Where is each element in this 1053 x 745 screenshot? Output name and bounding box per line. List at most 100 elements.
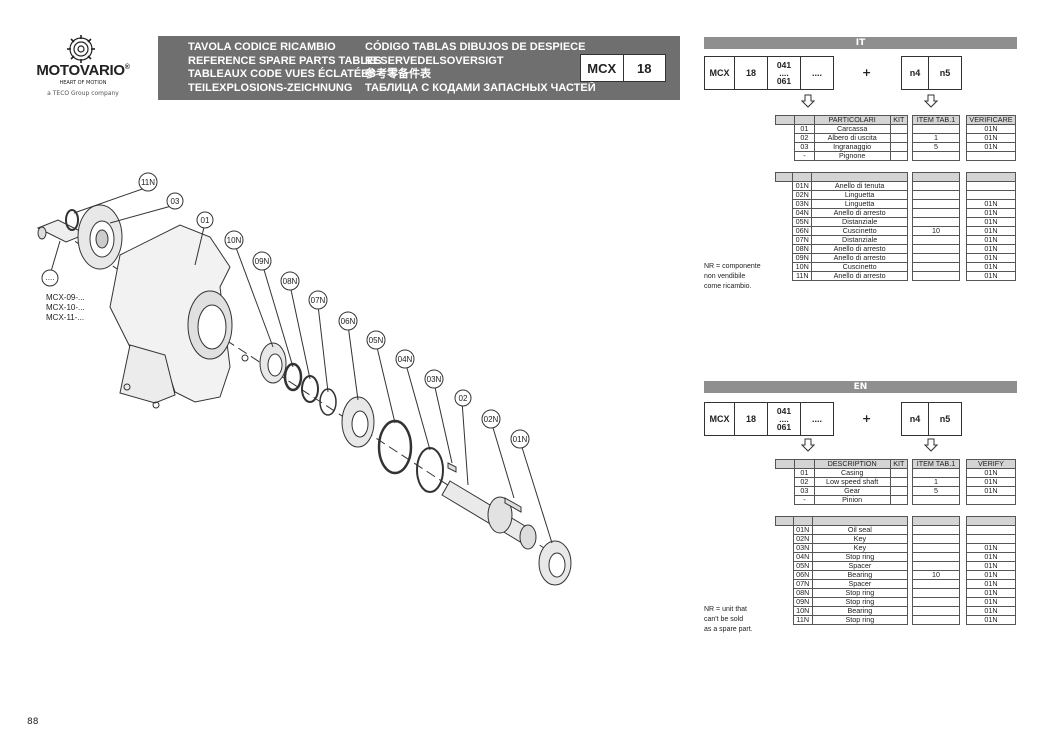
- cell-kit: [889, 142, 909, 152]
- table-row: [912, 495, 960, 505]
- cell-code: 11N: [792, 615, 813, 625]
- cell-kit: [889, 486, 909, 496]
- item-table-it-n: 10: [912, 172, 960, 281]
- table-row: 01N: [966, 615, 1016, 625]
- cell-kit: [889, 133, 909, 143]
- balloon-label: 03: [171, 197, 180, 206]
- table-row: 01N: [966, 142, 1016, 152]
- table-row: [912, 199, 960, 209]
- brand-tagline: HEART OF MOTION: [59, 80, 107, 86]
- table-row: [912, 525, 960, 535]
- balloon-02: [454, 389, 472, 407]
- cell-item: [912, 543, 960, 553]
- section-bar-en: EN: [704, 381, 1017, 393]
- cell-item: [912, 253, 960, 263]
- cell-item: [912, 525, 960, 535]
- code-model: MCX: [704, 402, 735, 436]
- cell-item: 5: [912, 486, 960, 496]
- cell-item: [912, 534, 960, 544]
- balloon-01n: [510, 429, 530, 449]
- arrow-down-icon: [801, 438, 815, 452]
- balloon-label: 05N: [369, 336, 384, 345]
- code-dots: ....: [800, 56, 834, 90]
- table-row: [912, 543, 960, 553]
- code-n4: n4: [901, 402, 929, 436]
- balloon-05n: [366, 330, 386, 350]
- balloon-07n: [308, 290, 328, 310]
- balloon-11n: [138, 172, 158, 192]
- balloon-02n: [481, 409, 501, 429]
- gear-logo-icon: [67, 35, 95, 63]
- banner-title: RESERVEDELSOVERSIGT: [365, 54, 504, 67]
- balloon-label: 03N: [427, 375, 442, 384]
- code-n5: n5: [928, 56, 962, 90]
- code-row-it: MCX 18 041 .... 061 .... + n4 n5: [704, 56, 1017, 108]
- table-row: -Pinion: [775, 495, 909, 505]
- balloon-label: 01N: [513, 435, 528, 444]
- cell-item: [912, 615, 960, 625]
- cell-desc: Stop ring: [811, 615, 909, 625]
- cell-item: [912, 606, 960, 616]
- cell-item: [912, 271, 960, 281]
- table-row: [912, 606, 960, 616]
- cell-verify: [966, 525, 1016, 535]
- nr-note-it: NR = componente non vendibile come ricam…: [704, 263, 761, 290]
- cell-item: [912, 181, 960, 191]
- cell-item: [912, 235, 960, 245]
- banner-title: 参考零备件表: [365, 68, 431, 80]
- cell-item: [912, 199, 960, 209]
- balloon-03: [166, 192, 184, 210]
- table-row: [912, 181, 960, 191]
- table-row: [912, 151, 960, 161]
- code-plus: +: [862, 412, 872, 425]
- table-row: 01N: [966, 271, 1016, 281]
- table-row: [912, 208, 960, 218]
- code-ratio: 041 .... 061: [767, 402, 801, 436]
- section-bar-it: IT: [704, 37, 1017, 49]
- table-row: [912, 253, 960, 263]
- nr-note-en: NR = unit that can't be sold as a spare …: [704, 606, 753, 633]
- exploded-view-drawing: 11N 03 01 10N 09N 08N 07N 06N 05N 04N 03…: [36, 172, 572, 586]
- motovario-logo: MOTOVARIO® HEART OF MOTION a TECO Group …: [28, 34, 138, 98]
- table-row: 10: [912, 226, 960, 236]
- balloon-03n: [424, 369, 444, 389]
- mcx-note: MCX-10-...: [46, 303, 85, 312]
- table-row: [912, 244, 960, 254]
- cell-desc: Pignone: [813, 151, 891, 161]
- balloon-label: 02N: [484, 415, 499, 424]
- cell-item: [912, 495, 960, 505]
- cell-kit: [889, 151, 909, 161]
- cell-verify: 01N: [966, 142, 1016, 152]
- cell-item: [912, 262, 960, 272]
- mcx-variant-notes: MCX-09-... MCX-10-... MCX-11-...: [46, 293, 85, 323]
- table-row: [912, 271, 960, 281]
- header-kit: KIT: [889, 115, 909, 125]
- table-row: [912, 597, 960, 607]
- code-size: 18: [734, 402, 768, 436]
- mcx-note: MCX-09-...: [46, 293, 85, 302]
- cell-verify: 01N: [966, 271, 1016, 281]
- code-dots: ....: [800, 402, 834, 436]
- cell-kit: [889, 477, 909, 487]
- code-size: 18: [734, 56, 768, 90]
- banner-title: CÓDIGO TABLAS DIBUJOS DE DESPIECE: [365, 41, 586, 53]
- balloon-06n: [338, 311, 358, 331]
- banner-titles-left: TAVOLA CODICE RICAMBIO REFERENCE SPARE P…: [188, 41, 382, 95]
- code-n5: n5: [928, 402, 962, 436]
- table-row: [912, 579, 960, 589]
- cell-item: [912, 151, 960, 161]
- cell-kit: [889, 468, 909, 478]
- arrow-down-icon: [924, 438, 938, 452]
- cell-item: [912, 244, 960, 254]
